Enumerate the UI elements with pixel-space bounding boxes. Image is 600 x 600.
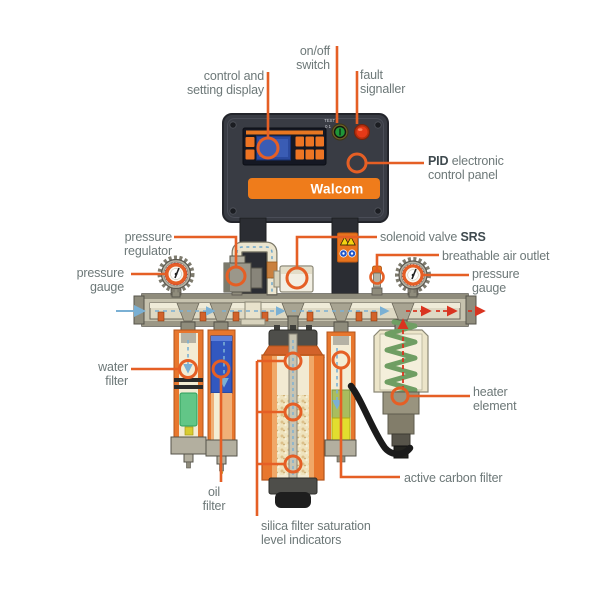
callout-line-active-carbon bbox=[339, 368, 400, 479]
manifold-right-endcap bbox=[465, 295, 477, 325]
panel-screws bbox=[229, 121, 382, 215]
panel-button-grid bbox=[295, 136, 324, 160]
label-fault-signaller: fault signaller bbox=[360, 68, 406, 96]
air-flow-arrows bbox=[116, 305, 486, 410]
callout-circle-breathable-outlet bbox=[369, 269, 385, 285]
label-solenoid-valve: solenoid valve SRS bbox=[380, 230, 486, 244]
gauge-needle bbox=[411, 268, 417, 280]
label-water-filter: water filter bbox=[98, 360, 128, 388]
warning-triangle-icon bbox=[339, 236, 350, 246]
label-oil-filter: oil filter bbox=[202, 485, 226, 513]
callout-circle-active-carbon bbox=[331, 350, 351, 370]
test-marking: TEST bbox=[324, 118, 335, 123]
water-filter-cartridge bbox=[179, 392, 198, 427]
label-pressure-gauge-left: pressure gauge bbox=[76, 266, 125, 294]
panel-button bbox=[245, 137, 255, 147]
label-pressure-gauge-right: pressure gauge bbox=[472, 267, 520, 295]
callout-leaders bbox=[131, 46, 470, 516]
switch-scale-marking: 0 1 bbox=[325, 124, 331, 129]
label-onoff-switch: on/off switch bbox=[296, 44, 330, 72]
callout-circle-pressure-regulator bbox=[225, 265, 247, 287]
panel-button bbox=[245, 149, 255, 160]
callout-line-breathable-outlet bbox=[375, 253, 439, 270]
label-silica-indicators: silica filter saturation level indicator… bbox=[261, 519, 371, 547]
silica-center-tube bbox=[288, 333, 298, 489]
label-breathable-air-outlet: breathable air outlet bbox=[442, 249, 550, 263]
callout-circle-heater-element bbox=[390, 386, 410, 406]
callout-circle-silica-2 bbox=[283, 402, 303, 422]
label-heater-element: heater element bbox=[473, 385, 517, 413]
copper-fitting bbox=[266, 261, 278, 279]
left-pressure-gauge bbox=[157, 255, 195, 298]
callout-circle-pressure-gauge-right bbox=[402, 264, 424, 286]
fault-signaller-button bbox=[354, 124, 370, 140]
callout-circle-solenoid-valve bbox=[285, 266, 309, 290]
walcom-logo-text: Walcom bbox=[310, 182, 363, 197]
callout-line-solenoid-valve bbox=[295, 235, 377, 268]
walcom-logo: Walcom bbox=[248, 178, 380, 199]
water-filter bbox=[170, 321, 207, 469]
support-muffler bbox=[240, 301, 266, 326]
label-control-display: control and setting display bbox=[187, 69, 264, 97]
gauge-needle bbox=[174, 267, 180, 279]
callout-line-pressure-regulator bbox=[174, 235, 238, 267]
callout-circles bbox=[165, 136, 424, 474]
onoff-switch-button bbox=[331, 123, 349, 141]
label-pressure-regulator: pressure regulator bbox=[124, 230, 172, 258]
warning-sticker bbox=[337, 232, 358, 263]
callout-circle-pressure-gauge-left bbox=[165, 263, 187, 285]
callout-circle-silica-3 bbox=[283, 454, 303, 474]
callout-circle-pid bbox=[346, 152, 368, 174]
callout-circle-oil-filter bbox=[211, 359, 231, 379]
warning-triangle-icon bbox=[346, 236, 356, 246]
retaining-strap bbox=[347, 382, 414, 458]
control-display-cluster bbox=[242, 127, 327, 166]
loop-flow-dashes bbox=[236, 246, 273, 294]
callout-circle-water-filter bbox=[178, 359, 198, 379]
callout-circle-control-display bbox=[256, 136, 280, 160]
manifold-valve-cores bbox=[157, 311, 378, 322]
air-manifold bbox=[133, 286, 477, 327]
label-pid-panel: PID electronic control panel bbox=[428, 154, 504, 182]
callout-circle-silica-1 bbox=[283, 351, 303, 371]
heater-coil bbox=[384, 319, 418, 399]
callout-bracket-silica bbox=[255, 359, 285, 516]
label-active-carbon-filter: active carbon filter bbox=[404, 471, 503, 485]
